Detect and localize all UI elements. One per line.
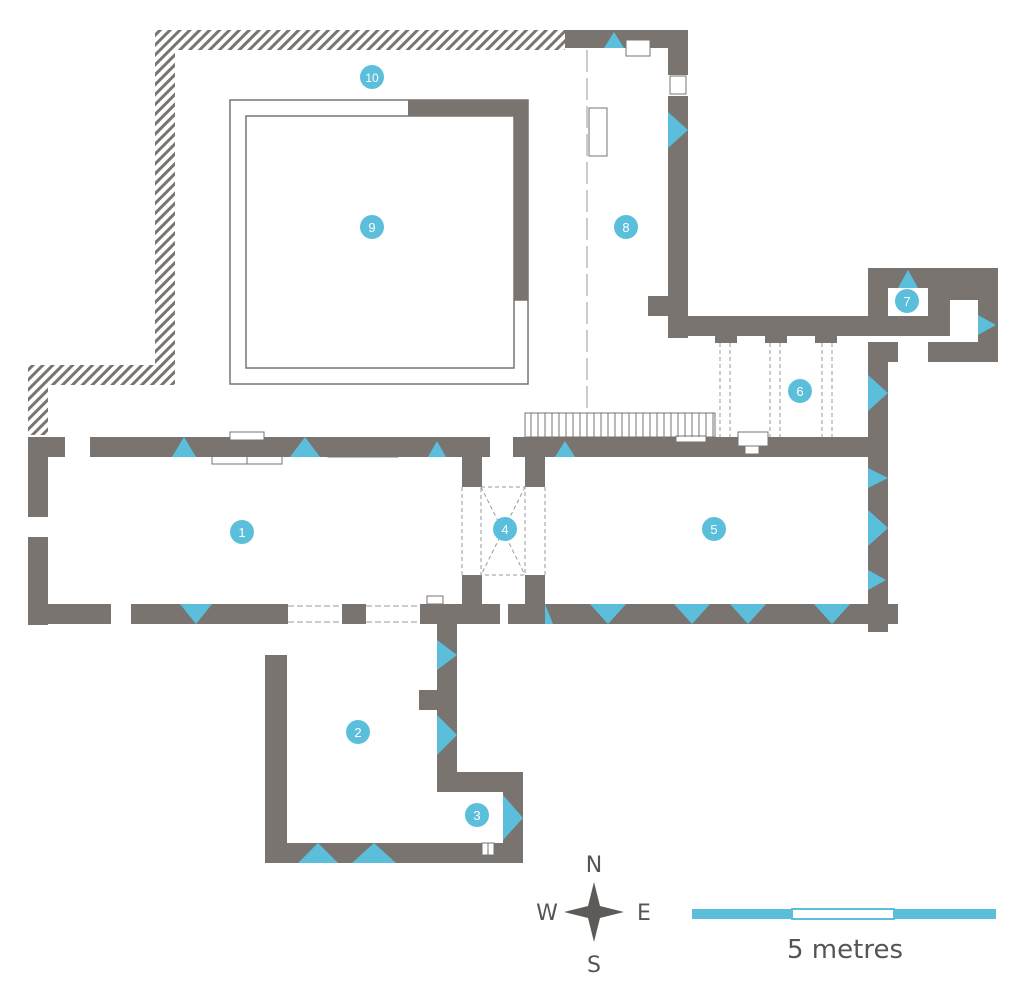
compass-east: E xyxy=(637,901,651,926)
room-label: 10 xyxy=(365,71,379,85)
window-marker xyxy=(290,437,320,457)
compass-south: S xyxy=(587,953,601,978)
room-label: 9 xyxy=(368,220,375,235)
compass-rose-icon: N S E W xyxy=(536,853,651,978)
room-markers: 1 2 3 4 5 6 7 8 xyxy=(230,65,919,827)
room-marker-3: 3 xyxy=(465,803,489,827)
room-marker-9: 9 xyxy=(360,215,384,239)
room-label: 3 xyxy=(473,808,480,823)
window-marker xyxy=(898,270,918,288)
window-marker xyxy=(555,441,575,457)
room-marker-1: 1 xyxy=(230,520,254,544)
window-marker xyxy=(978,315,996,335)
walls xyxy=(28,30,998,863)
window-marker xyxy=(352,843,396,863)
window-marker xyxy=(868,570,886,590)
room-label: 6 xyxy=(796,384,803,399)
room-marker-6: 6 xyxy=(788,379,812,403)
room-marker-8: 8 xyxy=(614,215,638,239)
pool-outline xyxy=(229,99,529,385)
plan-details xyxy=(211,39,833,856)
room-marker-5: 5 xyxy=(702,517,726,541)
window-marker xyxy=(545,604,553,624)
window-marker xyxy=(590,604,626,624)
window-marker xyxy=(437,640,457,670)
compass-north: N xyxy=(586,853,602,878)
room-label: 1 xyxy=(238,525,245,540)
window-marker xyxy=(668,112,688,148)
room-label: 7 xyxy=(903,294,910,309)
window-marker xyxy=(730,604,766,624)
room-marker-2: 2 xyxy=(346,720,370,744)
stair-treads xyxy=(530,413,714,437)
window-marker xyxy=(428,441,446,457)
room-label: 4 xyxy=(501,522,508,537)
hatched-boundary xyxy=(28,30,565,435)
room-label: 2 xyxy=(354,725,361,740)
wall-openings xyxy=(28,517,48,537)
window-markers xyxy=(172,32,996,863)
window-marker xyxy=(868,510,888,546)
scale-bar: 5 metres xyxy=(692,908,996,965)
window-marker xyxy=(503,795,523,840)
window-marker xyxy=(814,604,850,624)
window-marker xyxy=(868,468,888,488)
window-marker xyxy=(674,604,710,624)
room-marker-10: 10 xyxy=(360,65,384,89)
window-marker xyxy=(172,437,196,457)
window-marker xyxy=(298,843,338,863)
window-marker xyxy=(604,32,624,48)
room-label: 8 xyxy=(622,220,629,235)
window-marker xyxy=(180,604,212,624)
window-marker xyxy=(437,715,457,755)
window-marker xyxy=(868,375,888,411)
compass-west: W xyxy=(536,901,558,926)
room-marker-7: 7 xyxy=(895,289,919,313)
room-label: 5 xyxy=(710,522,717,537)
scale-bar-label: 5 metres xyxy=(787,935,903,965)
room-marker-4: 4 xyxy=(493,517,517,541)
